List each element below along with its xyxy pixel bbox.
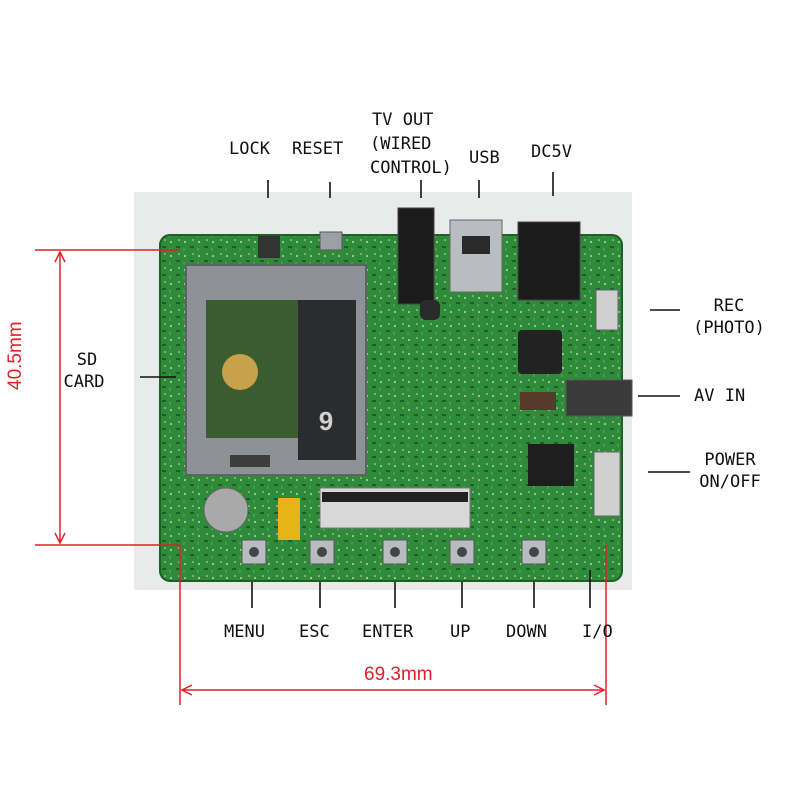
label-power-1: POWER bbox=[704, 450, 756, 470]
label-up: UP bbox=[450, 622, 471, 642]
label-menu: MENU bbox=[224, 622, 265, 642]
label-sd-2: CARD bbox=[63, 372, 105, 392]
power-switch bbox=[593, 451, 621, 517]
usb-port bbox=[449, 219, 503, 293]
label-tv-out-3: CONTROL) bbox=[370, 158, 452, 178]
rec-switch bbox=[595, 289, 619, 331]
lock-switch bbox=[258, 236, 280, 258]
tv-out-jack bbox=[397, 207, 435, 305]
label-reset: RESET bbox=[292, 139, 344, 159]
dc-jack bbox=[517, 221, 581, 301]
coin-battery bbox=[203, 487, 249, 533]
label-power-2: ON/OFF bbox=[699, 472, 761, 492]
label-rec-1: REC bbox=[713, 296, 745, 316]
label-av-in: AV IN bbox=[694, 386, 746, 406]
dimension-width: 69.3mm bbox=[364, 664, 433, 685]
dimension-height: 40.5mm bbox=[5, 321, 26, 390]
dimension-lines bbox=[35, 249, 607, 705]
processor-chip bbox=[528, 444, 574, 486]
label-usb: USB bbox=[469, 148, 500, 168]
capacitor bbox=[278, 498, 300, 540]
inductor-chip bbox=[518, 330, 562, 374]
label-down: DOWN bbox=[506, 622, 547, 642]
svg-text:9: 9 bbox=[319, 406, 333, 436]
label-tv-out-1: TV OUT bbox=[372, 110, 434, 130]
leader-lines bbox=[140, 172, 690, 608]
label-rec-2: (PHOTO) bbox=[693, 318, 765, 338]
reset-button bbox=[319, 231, 343, 251]
label-io: I/O bbox=[582, 622, 613, 642]
label-lock: LOCK bbox=[229, 139, 270, 159]
label-dc5v: DC5V bbox=[531, 142, 572, 162]
label-esc: ESC bbox=[299, 622, 330, 642]
av-in-jack bbox=[565, 379, 633, 417]
label-sd-1: SD bbox=[76, 350, 98, 370]
sd-card-slot: 9 bbox=[185, 264, 367, 476]
label-enter: ENTER bbox=[362, 622, 414, 642]
label-tv-out-2: (WIRED bbox=[370, 134, 432, 154]
